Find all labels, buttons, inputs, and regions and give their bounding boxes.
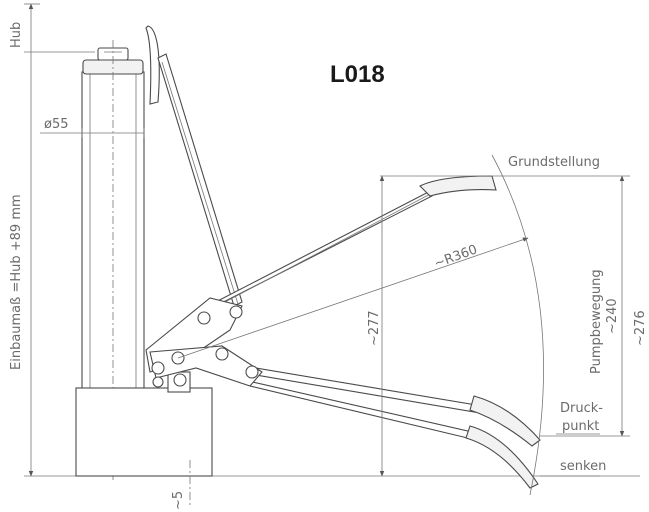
label-diameter: ø55	[44, 117, 69, 132]
label-depth-5: ~5	[171, 491, 186, 510]
label-277: ~277	[367, 310, 382, 346]
label-druckpunkt-2: punkt	[562, 419, 599, 434]
dim-277	[379, 175, 500, 477]
label-240: ~240	[605, 298, 620, 334]
label-druckpunkt-1: Druck-	[560, 401, 603, 416]
label-einbaumass: Einbaumaß =Hub +89 mm	[9, 194, 24, 370]
valve-screw	[173, 373, 187, 387]
radius-line	[177, 237, 529, 359]
label-senken: senken	[560, 459, 606, 474]
linkage-bracket	[145, 297, 263, 388]
handle-druckpunkt	[242, 365, 541, 489]
travel-arc	[491, 154, 544, 496]
dim-240-276	[500, 175, 630, 437]
label-grundstellung: Grundstellung	[508, 155, 600, 170]
hub-dimension	[24, 3, 95, 477]
diameter-dimension	[40, 128, 145, 138]
label-276: ~276	[633, 310, 648, 346]
label-radius: ~R360	[432, 242, 479, 271]
title: L018	[330, 61, 385, 88]
label-hub: Hub	[9, 22, 24, 48]
handle-upright	[145, 25, 243, 307]
jack-base	[75, 387, 213, 477]
jack-cylinder	[81, 40, 145, 480]
handle-grundstellung	[195, 175, 497, 317]
label-pumpbewegung: Pumpbewegung	[589, 269, 604, 374]
